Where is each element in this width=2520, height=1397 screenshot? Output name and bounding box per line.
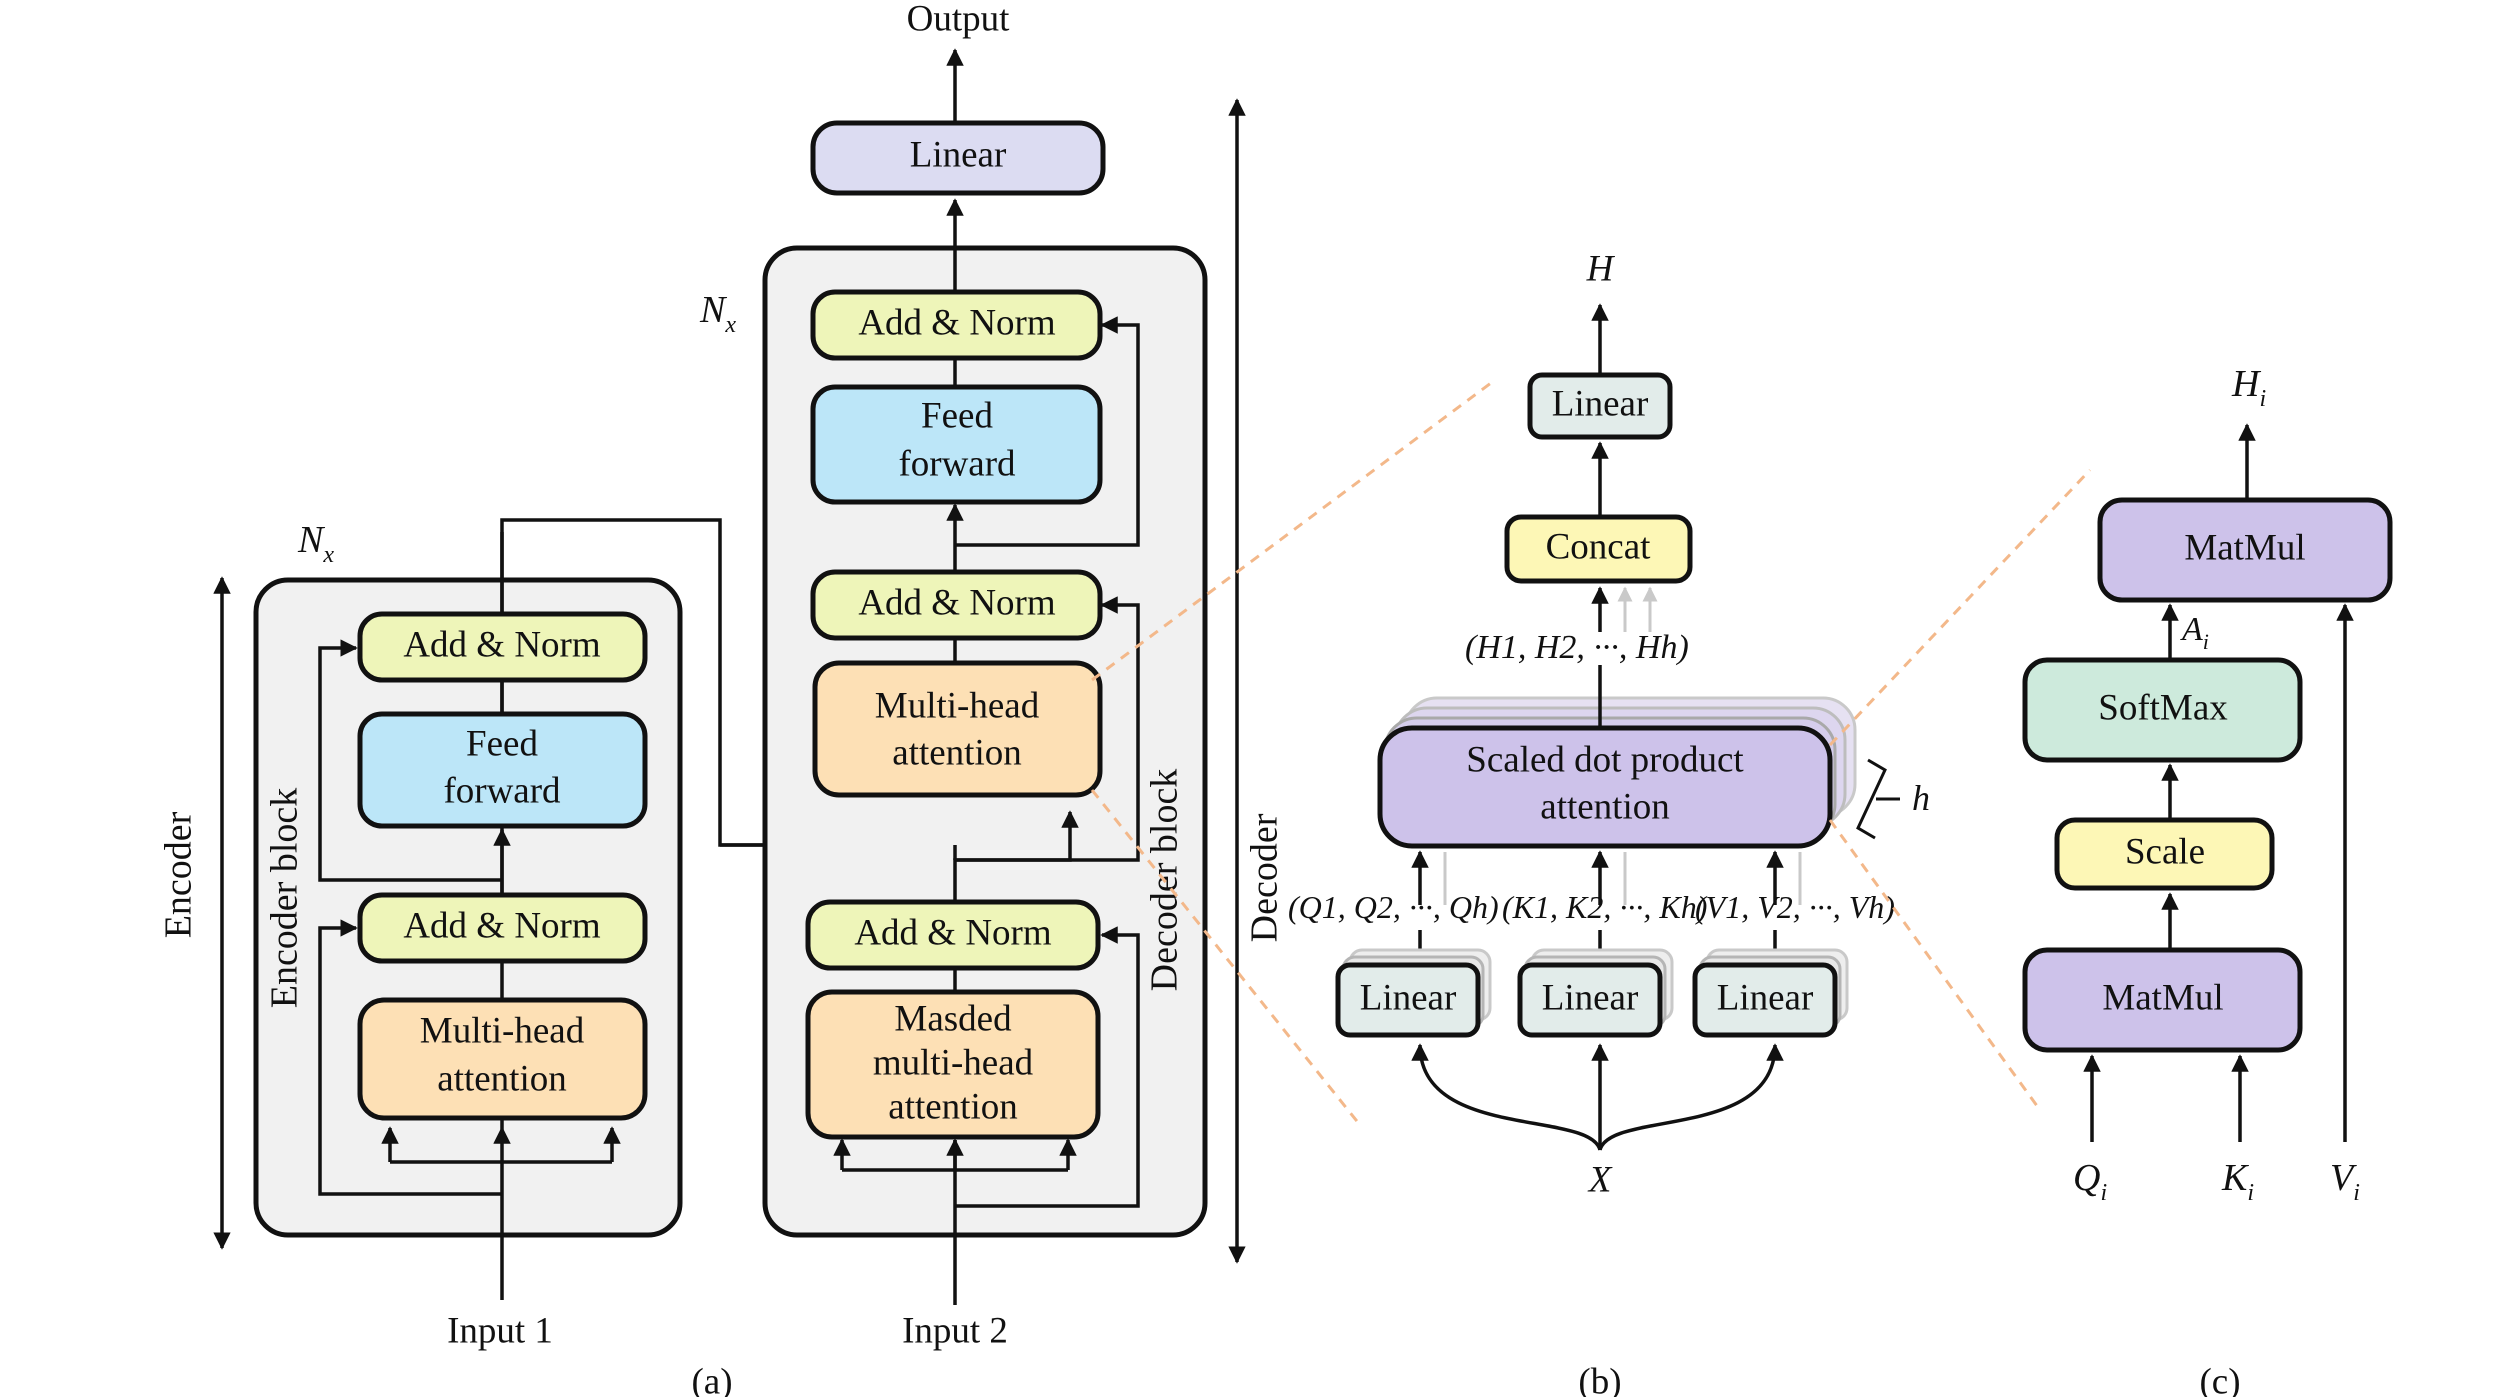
linear-v-text: Linear (1717, 977, 1814, 1018)
decoder-ff-text-2: forward (898, 443, 1016, 484)
encoder-mha-text-2: attention (437, 1058, 566, 1099)
linear-q-box (1335, 962, 1481, 1038)
encoder-side-label: Encoder (158, 811, 200, 938)
encoder-ff-text-2: forward (443, 770, 561, 811)
decoder-input-label: Input 2 (902, 1310, 1008, 1351)
decoder-ff-text-1: Feed (921, 395, 993, 436)
decoder-repeat-label: Nx (699, 289, 736, 338)
encoder-block-label: Encoder block (264, 788, 306, 1009)
decoder-addnorm-bottom-text: Add & Norm (854, 912, 1052, 953)
linear-q-text: Linear (1360, 977, 1457, 1018)
multihead-panel: H Linear Concat (H1, H2, ···, Hh) Scaled… (1288, 248, 1930, 1200)
encoder-mha-text-1: Multi-head (420, 1010, 585, 1051)
decoder-linear-text: Linear (910, 134, 1007, 175)
matmul-bottom-box (2022, 947, 2303, 1053)
sdpa-text-1: Scaled dot product (1466, 739, 1744, 780)
caption-a: (a) (691, 1361, 732, 1397)
decoder-mha-text-1: Multi-head (875, 685, 1040, 726)
heads-label: (H1, H2, ···, Hh) (1465, 629, 1689, 666)
ai-label: Ai (2180, 611, 2209, 654)
v-heads-label: (V1, V2, ···, Vh) (1695, 889, 1895, 925)
scale-text: Scale (2125, 831, 2205, 872)
hi-output-label: Hi (2231, 363, 2266, 412)
decoder-multihead-box (812, 660, 1103, 798)
encoder-input-label: Input 1 (447, 1310, 553, 1351)
decoder-output-label: Output (907, 0, 1011, 39)
encoder-repeat-label: Nx (297, 519, 334, 568)
decoder-masked-mha-box (805, 989, 1101, 1140)
h-brace (1856, 758, 1887, 840)
decoder-mha-text-2: attention (892, 732, 1021, 773)
h-label: h (1912, 778, 1930, 818)
sdpa-panel: Hi MatMul Ai SoftMax Scale MatMul Qi Ki … (2022, 363, 2393, 1206)
linear-k-text: Linear (1542, 977, 1639, 1018)
vi-label: Vi (2330, 1157, 2360, 1206)
encoder-addnorm-top-text: Add & Norm (403, 624, 601, 665)
scale-box (2054, 817, 2275, 891)
encoder-ff-text-1: Feed (466, 723, 538, 764)
x-input-label: X (1587, 1159, 1613, 1200)
encoder-multihead-box (357, 997, 648, 1121)
softmax-box (2022, 657, 2303, 763)
multihead-linear-box (1527, 372, 1673, 440)
decoder-linear-box (810, 120, 1106, 196)
decoder-addnorm-top-text: Add & Norm (858, 302, 1056, 343)
zoom-line-c-top (1828, 468, 2092, 747)
matmul-bottom-text: MatMul (2102, 977, 2223, 1018)
decoder-masked-text-2: multi-head (873, 1042, 1034, 1083)
decoder-panel: Decoder block Nx Decoder Masded multi-he… (699, 0, 1286, 1351)
decoder-addnorm-bottom-box (805, 899, 1101, 971)
concat-box (1504, 514, 1693, 584)
decoder-addnorm-top-box (810, 289, 1103, 361)
matmul-top-text: MatMul (2184, 527, 2305, 568)
decoder-masked-text-1: Masded (894, 998, 1012, 1039)
qi-label: Qi (2073, 1157, 2107, 1206)
linear-v-box (1692, 962, 1838, 1038)
matmul-top-box (2097, 497, 2393, 603)
encoder-addnorm-bottom-box (357, 892, 648, 964)
zoom-line-c-bottom (1828, 819, 2042, 1111)
zoom-line-top (1091, 378, 1496, 682)
sdpa-box (1377, 725, 1833, 849)
encoder-addnorm-bottom-text: Add & Norm (403, 905, 601, 946)
multihead-output-label: H (1586, 248, 1616, 289)
encoder-panel: Encoder Encoder block Nx Multi-head atte… (158, 518, 954, 1351)
decoder-addnorm-mid-text: Add & Norm (858, 582, 1056, 623)
decoder-masked-text-3: attention (888, 1086, 1017, 1127)
decoder-addnorm-mid-box (810, 569, 1103, 641)
caption-c: (c) (2199, 1361, 2240, 1397)
q-heads-label: (Q1, Q2, ···, Qh) (1288, 889, 1499, 925)
ki-label: Ki (2221, 1157, 2254, 1206)
multihead-linear-text: Linear (1552, 383, 1649, 424)
caption-b: (b) (1578, 1361, 1621, 1397)
concat-text: Concat (1546, 526, 1652, 567)
decoder-side-label: Decoder (1244, 813, 1286, 942)
linear-k-box (1517, 962, 1663, 1038)
softmax-text: SoftMax (2098, 687, 2228, 728)
sdpa-text-2: attention (1540, 786, 1669, 827)
k-heads-label: (K1, K2, ···, Kh) (1502, 889, 1707, 925)
